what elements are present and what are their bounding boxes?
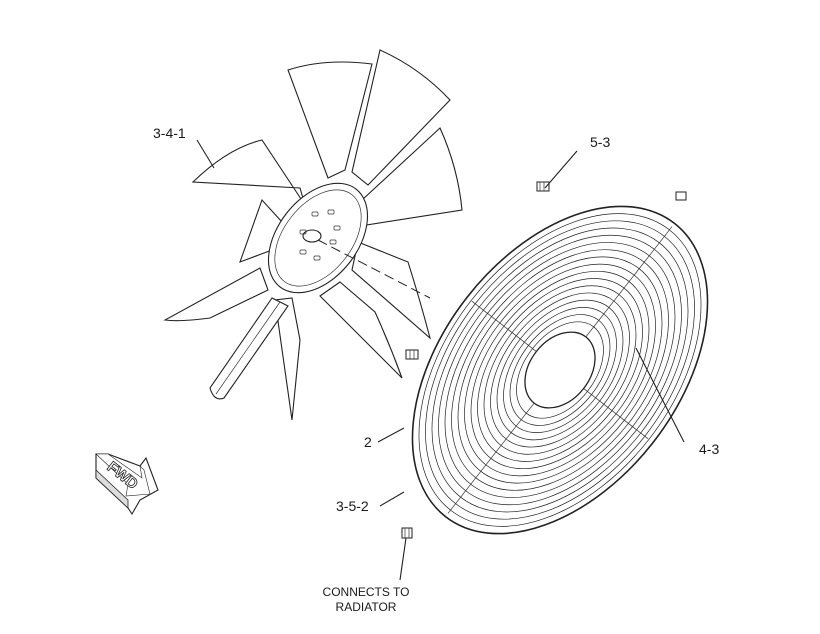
note-line-1: CONNECTS TO xyxy=(323,585,410,599)
left-stud xyxy=(405,349,419,360)
guard-ring xyxy=(411,205,709,535)
callout-guard-clip: 4-3 xyxy=(699,441,719,457)
callout-guard: 2 xyxy=(364,434,372,450)
center-axis-line xyxy=(317,239,431,299)
fan-guard xyxy=(411,205,709,535)
leader-lines xyxy=(196,139,685,581)
callout-fan: 3-4-1 xyxy=(153,125,186,141)
fan-shaft xyxy=(209,297,289,400)
fan-assembly xyxy=(163,49,463,421)
fan-hub xyxy=(267,182,369,294)
forward-arrow-icon: FWD xyxy=(95,453,159,516)
note-line-2: RADIATOR xyxy=(336,600,397,614)
callout-top-fastener: 5-3 xyxy=(590,134,610,150)
guard-studs xyxy=(401,181,687,539)
bottom-stud xyxy=(401,527,413,539)
callout-lower-fastener: 3-5-2 xyxy=(336,498,369,514)
right-stud xyxy=(675,191,687,201)
top-stud xyxy=(536,181,550,192)
